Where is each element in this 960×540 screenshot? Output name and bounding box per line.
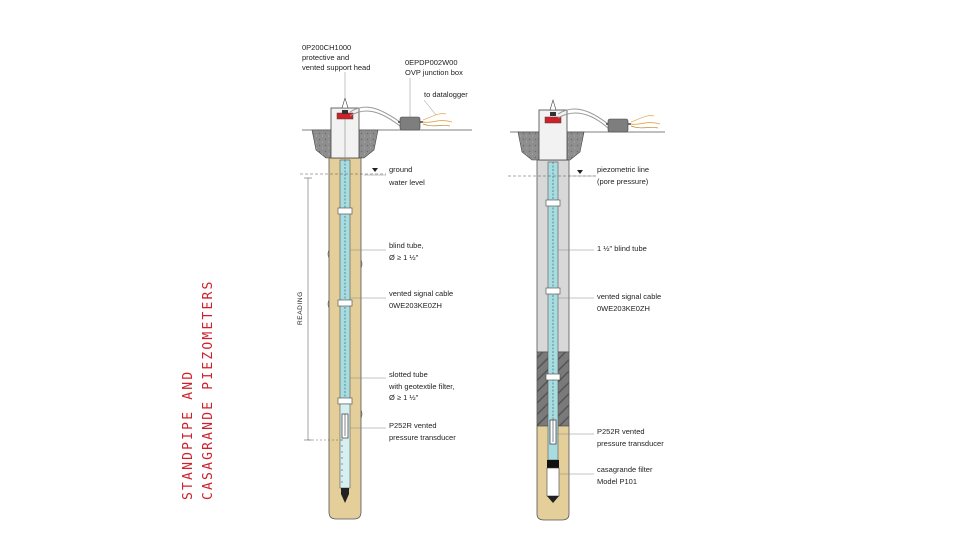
- head-desc-1: protective and: [302, 53, 349, 62]
- transducer-label-c2: pressure transducer: [597, 439, 664, 448]
- ovp-junction-box-2: [607, 118, 629, 133]
- head-red-cap-2: [544, 116, 562, 124]
- coupler-2-1: [545, 199, 561, 207]
- datalogger-label: to datalogger: [424, 90, 468, 99]
- piezometric-marker: [577, 170, 583, 174]
- tube-tip: [341, 488, 349, 503]
- blind-label-2: Ø ≥ 1 ½": [389, 253, 419, 262]
- slot-label-3: Ø ≥ 1 ½": [389, 393, 419, 402]
- filter-top-cap: [547, 460, 559, 468]
- coupler-2-2: [545, 287, 561, 295]
- water-label-2: water level: [388, 178, 425, 187]
- title-line-2: CASAGRANDE PIEZOMETERS: [201, 279, 216, 500]
- reading-label: READING: [297, 291, 304, 325]
- box-desc: OVP junction box: [405, 68, 463, 77]
- head-code: 0P200CH1000: [302, 43, 351, 52]
- transducer-label-1: P252R vented: [389, 421, 437, 430]
- coupler-2: [337, 299, 353, 307]
- piezo-label-1: piezometric line: [597, 165, 649, 174]
- coupler-3: [337, 397, 353, 405]
- coupler-2-3: [545, 373, 561, 381]
- casagrande-filter: [546, 467, 560, 497]
- filter-tip: [547, 496, 559, 503]
- casagrande-piezometer: piezometric line (pore pressure) 1 ½" bl…: [508, 98, 665, 521]
- coupler-1: [337, 207, 353, 215]
- cable-label-c2: 0WE203KE0ZH: [597, 304, 650, 313]
- blind-label-c: 1 ½" blind tube: [597, 244, 647, 253]
- cable-to-box: [349, 106, 401, 123]
- cable-label-1: vented signal cable: [389, 289, 453, 298]
- transducer-label-c1: P252R vented: [597, 427, 645, 436]
- cable-to-datalogger-2: [630, 122, 661, 125]
- filter-label-2: Model P101: [597, 477, 637, 486]
- cable-label-c1: vented signal cable: [597, 292, 661, 301]
- head-knob: [342, 110, 348, 114]
- cable-to-datalogger: [422, 120, 453, 123]
- transducer-label-2: pressure transducer: [389, 433, 456, 442]
- leader-lines-2: [556, 175, 596, 475]
- box-code: 0EPDP002W00: [405, 58, 458, 67]
- title-line-1: STANDPIPE AND: [181, 370, 196, 500]
- leader-lines: [344, 72, 437, 429]
- slot-label-2: with geotextile filter,: [388, 382, 454, 391]
- water-label-1: ground: [389, 165, 412, 174]
- slot-label-1: slotted tube: [389, 370, 428, 379]
- vent-cap-2: [549, 98, 557, 111]
- cable-label-2: 0WE203KE0ZH: [389, 301, 442, 310]
- ovp-junction-box: [399, 116, 421, 131]
- vertical-title: STANDPIPE AND CASAGRANDE PIEZOMETERS: [181, 279, 216, 500]
- blind-label-1: blind tube,: [389, 241, 424, 250]
- piezo-label-2: (pore pressure): [597, 177, 649, 186]
- slot-marks: [341, 439, 343, 483]
- standpipe-piezometer: READING 0P200CH1000 protective and vente…: [297, 43, 472, 520]
- borehole-edge-marks: [327, 249, 363, 419]
- vent-cap: [341, 96, 349, 109]
- water-level-marker: [372, 168, 378, 172]
- filter-label-1: casagrande filter: [597, 465, 653, 474]
- head-desc-2: vented support head: [302, 63, 370, 72]
- cable-to-box-2: [557, 108, 609, 125]
